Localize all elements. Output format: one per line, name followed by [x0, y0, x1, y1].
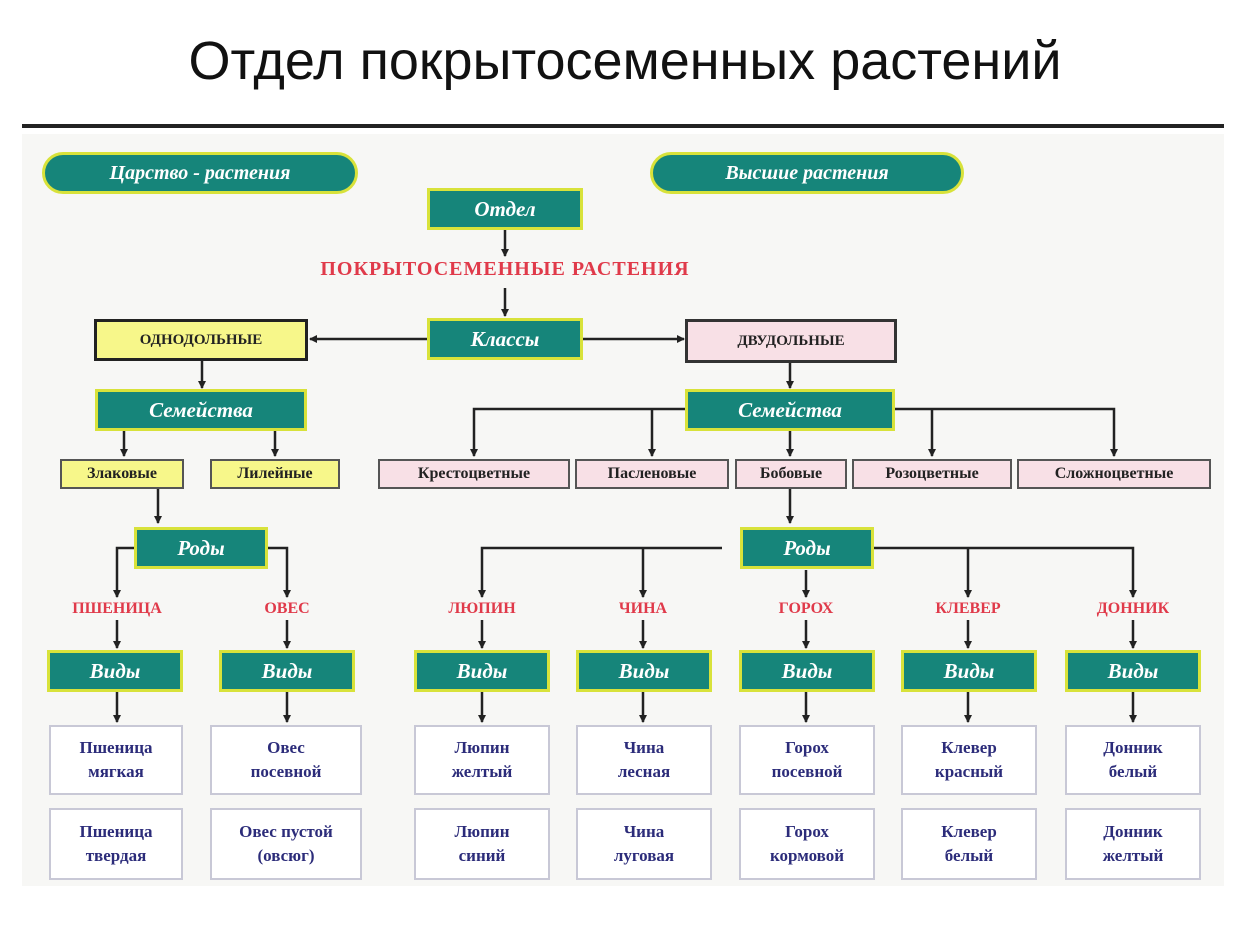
family-bobovye: Бобовые	[735, 459, 847, 489]
species-box-gorokh: Виды	[739, 650, 875, 692]
classes-box: Классы	[427, 318, 583, 360]
species-cell: Донник белый	[1065, 725, 1201, 795]
dicot-families-branch-right	[894, 407, 1118, 457]
family-slozhnocvetnye: Сложноцветные	[1017, 459, 1211, 489]
species-cell: Клевер белый	[901, 808, 1037, 880]
species-box-donnik: Виды	[1065, 650, 1201, 692]
species-cell: Чина лесная	[576, 725, 712, 795]
kingdom-pill: Царство - растения	[42, 152, 358, 194]
arrow-genera-to-oats	[266, 546, 291, 598]
dicot-families-box: Семейства	[685, 389, 895, 431]
genus-gorokh: ГОРОХ	[778, 600, 834, 617]
genus-china: ЧИНА	[618, 600, 668, 617]
species-cell: Пшеница твердая	[49, 808, 183, 880]
species-cell: Овес пустой (овсюг)	[210, 808, 362, 880]
species-box-lupin: Виды	[414, 650, 550, 692]
species-cell: Люпин желтый	[414, 725, 550, 795]
species-cell: Горох кормовой	[739, 808, 875, 880]
family-rozocvetnye: Розоцветные	[852, 459, 1012, 489]
species-box-wheat: Виды	[47, 650, 183, 692]
family-zlakovye: Злаковые	[60, 459, 184, 489]
genus-lupin: ЛЮПИН	[448, 600, 516, 617]
dicot-families-branch-left	[470, 407, 686, 457]
family-krestocvetnye: Крестоцветные	[378, 459, 570, 489]
genus-klever: КЛЕВЕР	[935, 600, 1001, 617]
genus-wheat: ПШЕНИЦА	[72, 600, 162, 617]
dicots-box: ДВУДОЛЬНЫЕ	[685, 319, 897, 363]
family-paslenovye: Пасленовые	[575, 459, 729, 489]
dicot-genera-branch-left	[478, 546, 722, 598]
division-box: Отдел	[427, 188, 583, 230]
species-cell: Люпин синий	[414, 808, 550, 880]
species-cell: Клевер красный	[901, 725, 1037, 795]
dicot-genera-box: Роды	[740, 527, 874, 569]
angiosperms-heading: ПОКРЫТОСЕМЕННЫЕ РАСТЕНИЯ	[320, 258, 690, 280]
species-box-oats: Виды	[219, 650, 355, 692]
species-cell: Овес посевной	[210, 725, 362, 795]
species-box-klever: Виды	[901, 650, 1037, 692]
title-divider	[22, 124, 1224, 128]
mono-genera-box: Роды	[134, 527, 268, 569]
dicot-genera-branch-right	[872, 546, 1137, 598]
species-cell: Пшеница мягкая	[49, 725, 183, 795]
page-title: Отдел покрытосеменных растений	[188, 31, 1062, 91]
genus-oats: ОВЕС	[264, 600, 310, 617]
arrow-genera-to-wheat	[113, 546, 136, 598]
species-box-china: Виды	[576, 650, 712, 692]
higher-plants-pill: Высшие растения	[650, 152, 964, 194]
species-cell: Горох посевной	[739, 725, 875, 795]
family-lileinye: Лилейные	[210, 459, 340, 489]
genus-donnik: ДОННИК	[1096, 600, 1170, 617]
mono-families-box: Семейства	[95, 389, 307, 431]
monocots-box: ОДНОДОЛЬНЫЕ	[94, 319, 308, 361]
species-cell: Чина луговая	[576, 808, 712, 880]
species-cell: Донник желтый	[1065, 808, 1201, 880]
